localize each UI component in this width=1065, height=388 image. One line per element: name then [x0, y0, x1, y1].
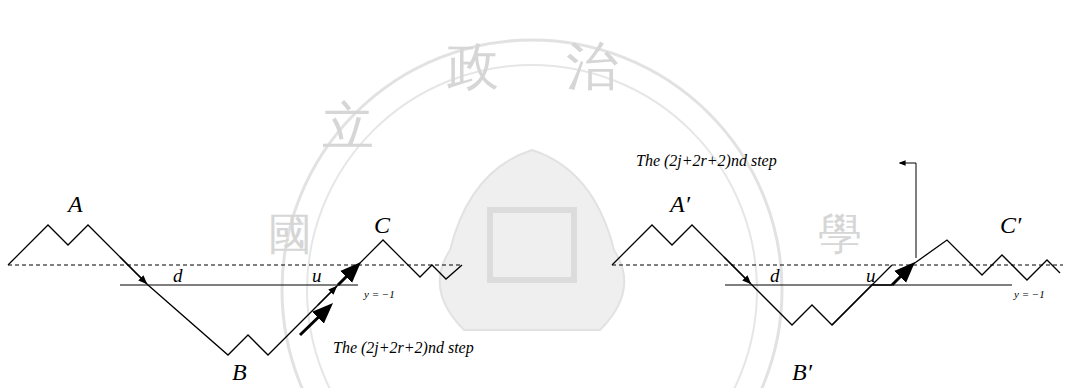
point-label: C′ — [1000, 213, 1021, 237]
step-label: d — [770, 266, 780, 285]
step-label: u — [866, 266, 876, 285]
point-label: A′ — [670, 192, 690, 216]
step-annotation: The (2j+2r+2)nd step — [333, 340, 474, 356]
step-annotation: The (2j+2r+2)nd step — [636, 153, 777, 169]
point-label: A — [68, 192, 83, 216]
step-label: u — [312, 266, 322, 285]
point-label: C — [374, 213, 390, 237]
watermark-character: 治 — [566, 40, 618, 92]
line-label: y = −1 — [364, 289, 395, 300]
watermark-character: 立 — [322, 100, 374, 152]
watermark-character: 學 — [818, 212, 862, 256]
point-label: B — [232, 360, 247, 384]
point-label: B′ — [792, 360, 812, 384]
watermark-character: 政 — [447, 40, 499, 92]
watermark-character: 國 — [268, 212, 312, 256]
step-label: d — [173, 266, 183, 285]
line-label: y = −1 — [1014, 289, 1045, 300]
